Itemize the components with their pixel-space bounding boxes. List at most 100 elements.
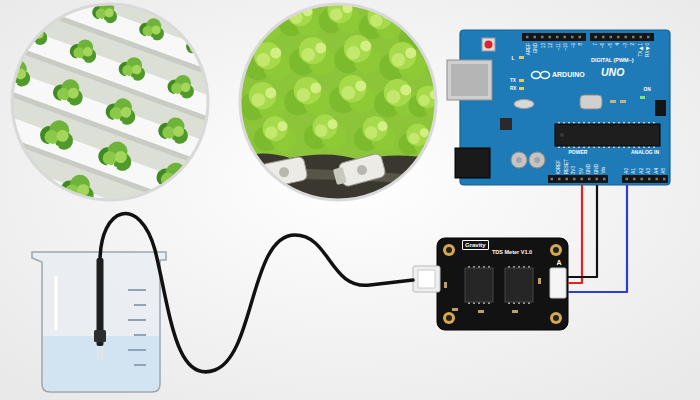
lettuce-photo bbox=[239, 6, 282, 41]
tds-probe bbox=[94, 214, 413, 372]
pin-label: TX▶1 bbox=[639, 43, 644, 56]
arduino-board bbox=[590, 33, 654, 41]
pin-label: Vin bbox=[602, 167, 607, 174]
lettuce-photo bbox=[332, 153, 387, 189]
arduino-uno-board: AREFGND1312~11~10~987~6~54~32TX▶1RX◀0DIG… bbox=[460, 30, 670, 185]
tds-board bbox=[505, 268, 533, 302]
brand-name: ARDUINO bbox=[552, 71, 585, 78]
beaker bbox=[128, 349, 146, 351]
tds-probe bbox=[94, 330, 106, 342]
lettuce-photo bbox=[329, 75, 376, 114]
pin-label: 2 bbox=[631, 43, 636, 46]
arduino-board bbox=[485, 41, 493, 49]
arduino-board bbox=[482, 38, 495, 51]
arduino-board bbox=[511, 152, 527, 168]
tds-board bbox=[538, 278, 541, 284]
lettuce-photo bbox=[254, 116, 297, 151]
hydroponic-photo bbox=[102, 94, 141, 132]
pin-label: 4 bbox=[616, 43, 621, 46]
tds-board bbox=[452, 308, 458, 311]
lettuce-photo bbox=[289, 37, 336, 76]
lettuce-photo bbox=[244, 42, 291, 81]
arduino-board bbox=[655, 100, 666, 116]
tds-board bbox=[443, 244, 455, 256]
arduino-board bbox=[526, 36, 584, 39]
pin-label: ~9 bbox=[572, 43, 577, 48]
arduino-board bbox=[460, 30, 670, 185]
board-name: TDS Meter V1.0 bbox=[492, 250, 532, 256]
arduino-board bbox=[529, 152, 545, 168]
arduino-board bbox=[555, 124, 660, 146]
arduino-board bbox=[610, 100, 616, 103]
model-name: UNO bbox=[601, 67, 624, 78]
beaker bbox=[128, 289, 146, 291]
hydroponic-photo bbox=[115, 53, 149, 86]
pin-label: A5 bbox=[662, 168, 667, 174]
arduino-board bbox=[580, 95, 602, 109]
pin-label: 8 bbox=[579, 43, 584, 46]
pin-label: GND bbox=[587, 164, 592, 174]
pin-label: 12 bbox=[549, 43, 554, 48]
tds-probe bbox=[100, 214, 413, 372]
tds-board bbox=[512, 310, 518, 313]
pin-label: ~11 bbox=[557, 43, 562, 50]
pin-label: RX◀0 bbox=[646, 43, 651, 57]
hydroponic-photo bbox=[66, 35, 100, 68]
tds-board bbox=[465, 268, 493, 302]
tds-board bbox=[550, 268, 566, 298]
arduino-board bbox=[551, 178, 607, 181]
lettuce-photo bbox=[304, 114, 347, 149]
lettuce-photo bbox=[408, 86, 446, 118]
led-label: L bbox=[512, 56, 515, 61]
tds-probe bbox=[101, 346, 103, 360]
arduino-board bbox=[622, 175, 668, 183]
hydroponic-photo bbox=[56, 169, 99, 211]
pin-label: ~6 bbox=[601, 43, 606, 48]
hydroponic-photo bbox=[94, 136, 137, 178]
arduino-board bbox=[519, 56, 524, 59]
pin-label: IOREF bbox=[557, 160, 562, 174]
pin-label: AREF bbox=[527, 43, 532, 55]
tds-board bbox=[446, 247, 452, 253]
pin-label: 13 bbox=[542, 43, 547, 48]
lettuce-photo bbox=[356, 164, 368, 176]
header-label: ANALOG IN bbox=[631, 150, 659, 155]
arduino-board bbox=[640, 96, 645, 99]
led-label: RX bbox=[510, 87, 516, 92]
lettuce-photo bbox=[239, 82, 286, 121]
led-label: TX bbox=[510, 79, 516, 84]
arduino-board bbox=[519, 79, 524, 82]
arduino-board bbox=[519, 87, 524, 90]
arduino-board bbox=[541, 72, 550, 79]
arduino-board bbox=[626, 178, 668, 181]
pin-label: 5V bbox=[580, 168, 585, 174]
tds-board bbox=[413, 238, 568, 330]
arduino-board bbox=[447, 30, 670, 185]
photo-frame bbox=[12, 4, 208, 200]
beaker bbox=[134, 334, 146, 336]
photo-frame bbox=[240, 4, 436, 200]
arduino-board bbox=[532, 72, 541, 79]
port-label: A bbox=[557, 259, 562, 266]
arduino-board bbox=[548, 175, 608, 183]
brand-name: Gravity bbox=[462, 240, 489, 250]
tds-board bbox=[553, 315, 559, 321]
beaker bbox=[32, 252, 166, 392]
pin-label: A2 bbox=[640, 168, 645, 174]
wire bbox=[568, 185, 627, 292]
lettuce-photo bbox=[278, 166, 290, 178]
tds-probe bbox=[97, 346, 99, 360]
hydroponic-photo bbox=[18, 17, 52, 50]
hydroponic-photo bbox=[154, 113, 193, 151]
tds-board bbox=[478, 310, 484, 313]
wire bbox=[568, 185, 582, 283]
tds-board bbox=[444, 282, 447, 288]
hydroponic-photo bbox=[164, 71, 198, 104]
lettuce-photo bbox=[284, 77, 331, 116]
beaker bbox=[134, 304, 146, 306]
wire bbox=[568, 185, 597, 277]
hydroponic-photo bbox=[42, 0, 74, 12]
arduino-board bbox=[522, 33, 586, 41]
beaker bbox=[55, 276, 58, 330]
hydroponic-photo bbox=[0, 146, 34, 188]
